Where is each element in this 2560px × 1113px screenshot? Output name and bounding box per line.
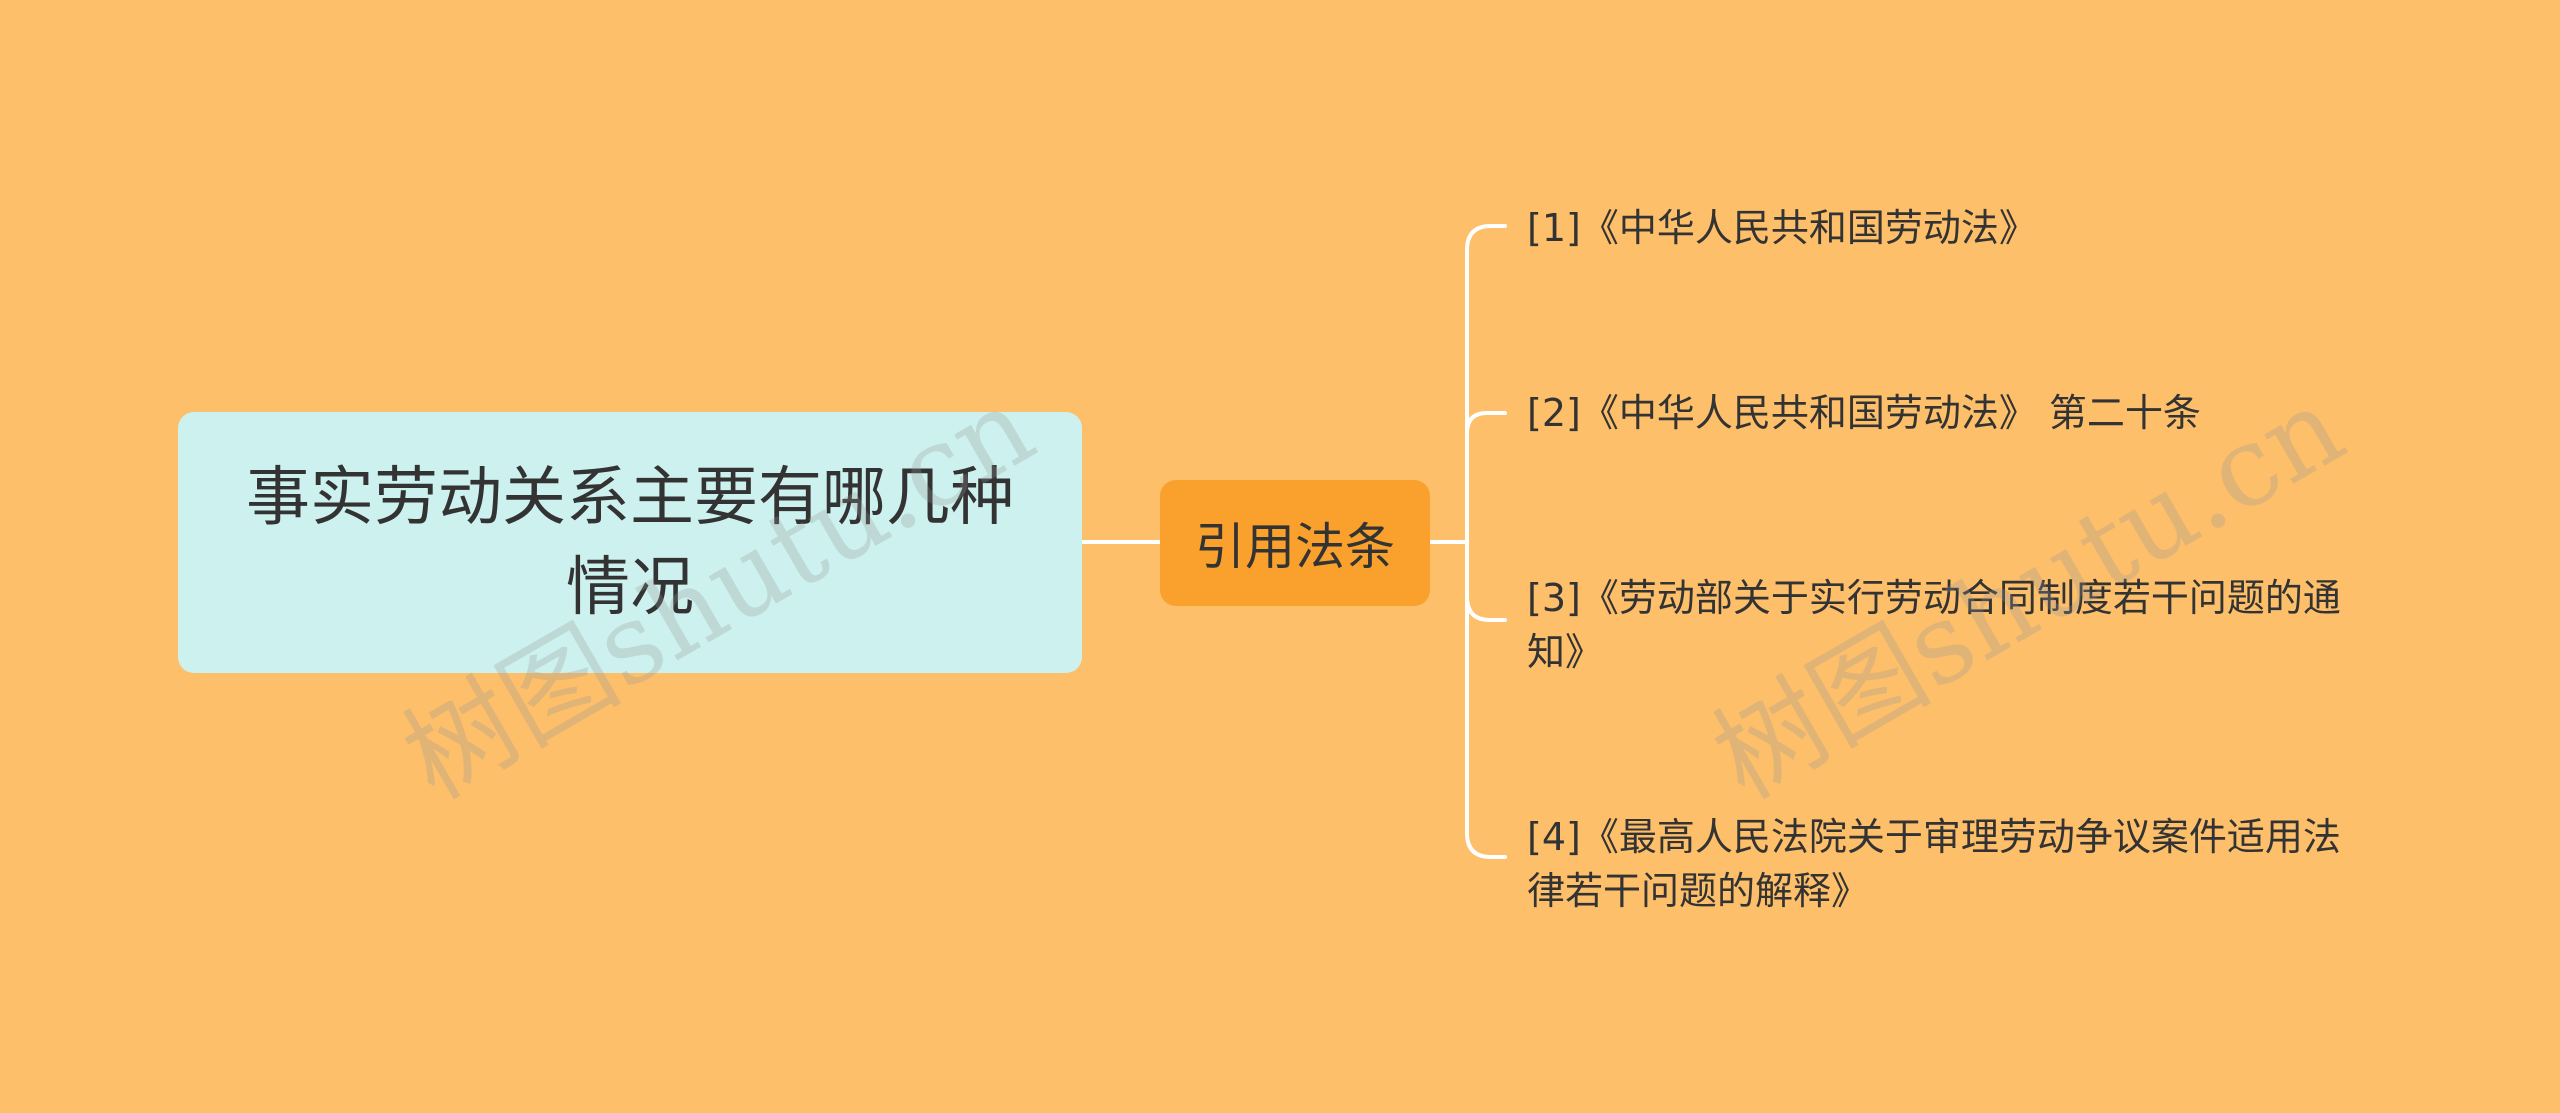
branch-connector-4 bbox=[1465, 540, 1507, 859]
branch-connector-2 bbox=[1465, 411, 1507, 544]
leaf-node-4[interactable]: [4]《最高人民法院关于审理劳动争议案件适用法律若干问题的解释》 bbox=[1527, 815, 2341, 913]
root-topic-title: 事实劳动关系主要有哪几种情况 bbox=[246, 460, 1014, 625]
branch-topic-node[interactable]: 引用法条 bbox=[1160, 480, 1430, 606]
root-topic-node[interactable]: 事实劳动关系主要有哪几种情况 bbox=[178, 412, 1082, 673]
branch-topic-label: 引用法条 bbox=[1195, 518, 1395, 576]
branch-connector-1 bbox=[1465, 224, 1507, 544]
branch-connector-3 bbox=[1465, 540, 1507, 622]
leaf-node-3[interactable]: [3]《劳动部关于实行劳动合同制度若干问题的通知》 bbox=[1527, 576, 2341, 674]
leaf-node-1[interactable]: [1]《中华人民共和国劳动法》 bbox=[1527, 206, 2037, 250]
leaf-node-2[interactable]: [2]《中华人民共和国劳动法》 第二十条 bbox=[1527, 391, 2201, 435]
